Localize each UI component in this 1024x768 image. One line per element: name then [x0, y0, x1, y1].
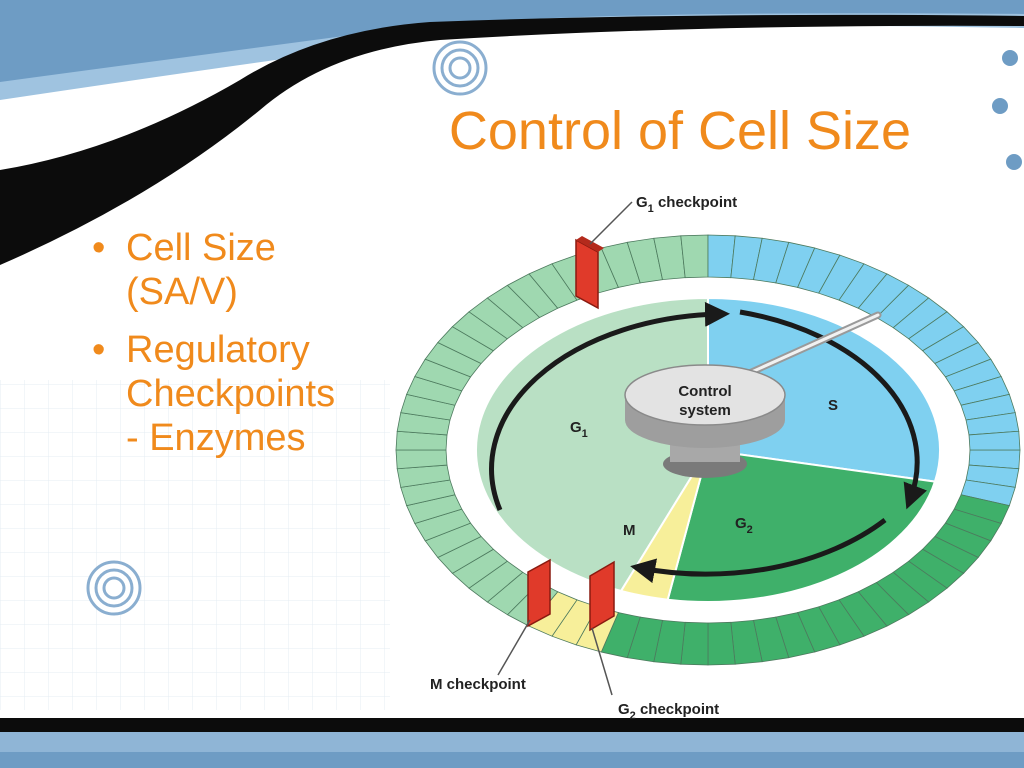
phase-label-m: M [623, 522, 636, 539]
top-black-swoosh [0, 14, 1024, 265]
bullet-text: Checkpoints [126, 373, 336, 415]
m-checkpoint-gate [497, 558, 551, 676]
dot-ornament [1006, 154, 1022, 170]
ring-ornament-bottom [86, 560, 142, 616]
bullet-item: • Regulatory Checkpoints - Enzymes [88, 328, 388, 460]
g1-checkpoint-gate [575, 201, 633, 310]
phase-label-g1: G1 [570, 419, 588, 440]
control-lever-highlight [743, 313, 880, 377]
outer-ring-segment [395, 449, 448, 470]
slide-title: Control of Cell Size [448, 101, 912, 161]
bullet-text: - Enzymes [126, 417, 306, 459]
cycle-arrow [739, 309, 928, 510]
outer-ring-segment [968, 430, 1021, 451]
bullet-dot: • [92, 227, 106, 269]
outer-ring-segment [680, 234, 709, 279]
phase-label-g2: G2 [735, 515, 753, 536]
dot-ornament [992, 98, 1008, 114]
control-label: system [679, 402, 731, 419]
bullet-text: Cell Size [126, 227, 276, 269]
control-system-disc [624, 364, 786, 426]
g2-checkpoint-gate [589, 560, 615, 696]
outer-ring [395, 234, 1021, 666]
top-blue-band-dark [0, 0, 1024, 82]
bottom-blue-band-dark [0, 752, 1024, 768]
cycle-arrow [630, 518, 887, 584]
m-checkpoint-label: M checkpoint [430, 676, 526, 693]
bottom-black-band [0, 718, 1024, 732]
g1-checkpoint-label: G1 checkpoint [636, 194, 737, 215]
cycle-arrow [489, 301, 730, 511]
phase-label-s: S [828, 397, 838, 414]
control-label: Control [678, 383, 731, 400]
bullet-item: • Cell Size (SA/V) [88, 226, 388, 314]
bullet-text: Regulatory [126, 329, 310, 371]
dot-ornament [1002, 50, 1018, 66]
bullet-list: • Cell Size (SA/V) • Regulatory Checkpoi… [88, 226, 388, 474]
ring-ornament-top [432, 40, 488, 96]
grid-pattern [0, 380, 390, 710]
bullet-text: (SA/V) [126, 271, 238, 313]
cell-cycle-diagram: Control system G1 S G2 M G1 checkpoint M… [395, 194, 1021, 722]
bullet-dot: • [92, 329, 106, 371]
outer-ring-segment [707, 621, 736, 666]
g1-sector [475, 296, 709, 593]
g2-checkpoint-label: G2 checkpoint [618, 701, 719, 722]
